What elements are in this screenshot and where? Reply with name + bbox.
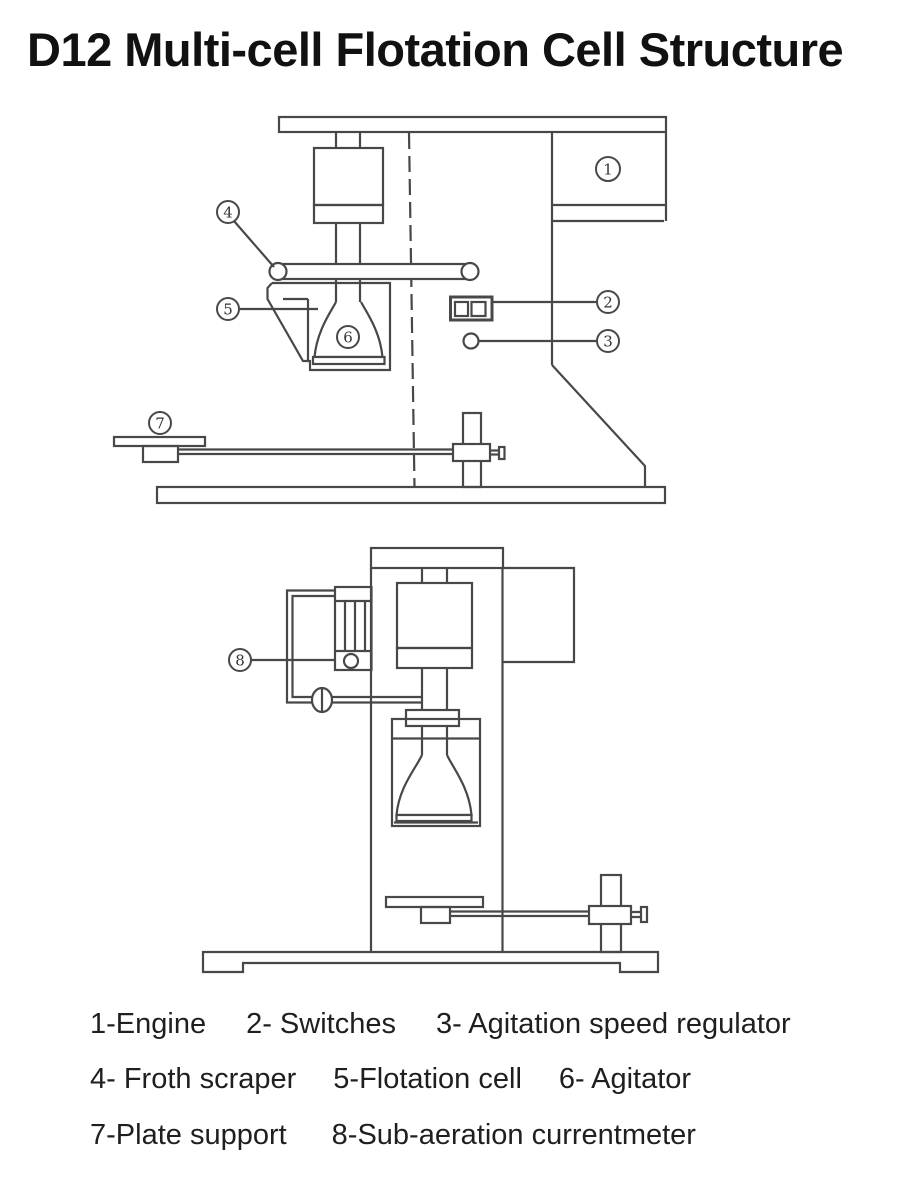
svg-text:5: 5 <box>223 301 233 319</box>
legend-row-1: 1-Engine 2- Switches 3- Agitation speed … <box>90 1008 880 1040</box>
front-view-drawing: 1 2 3 4 5 <box>112 115 668 505</box>
legend-item-regulator: 3- Agitation speed regulator <box>435 1008 791 1040</box>
motor-assembly <box>312 132 385 302</box>
top-plate <box>277 115 668 134</box>
callout-scraper: 4 <box>216 200 275 268</box>
legend-row-3: 7-Plate support 8-Sub-aeration currentme… <box>90 1119 880 1151</box>
callout-plate-support: 7 <box>148 411 172 435</box>
side-base-plate <box>201 950 660 974</box>
side-motor-assembly <box>395 568 474 755</box>
svg-text:1: 1 <box>603 161 613 179</box>
svg-text:7: 7 <box>155 415 165 433</box>
svg-text:4: 4 <box>223 204 233 222</box>
svg-text:2: 2 <box>603 294 613 312</box>
speed-regulator-knob <box>462 332 480 350</box>
legend-item-plate-support: 7-Plate support <box>90 1118 287 1151</box>
side-plate-support-assembly <box>384 873 649 954</box>
center-column <box>407 132 416 488</box>
legend-item-agitator: 6- Agitator <box>558 1063 692 1096</box>
callout-engine: 1 <box>595 156 621 182</box>
svg-text:3: 3 <box>603 333 613 351</box>
side-agitator-bell <box>395 754 473 823</box>
switches-block <box>449 295 494 322</box>
froth-scraper-bar <box>268 261 480 282</box>
legend-item-currentmeter: 8-Sub-aeration currentmeter <box>331 1118 696 1151</box>
flotation-machine-diagram: 1 2 3 4 5 <box>112 115 668 974</box>
callout-switches: 2 <box>492 290 620 314</box>
flotation-cell <box>266 281 392 372</box>
legend-item-switches: 2- Switches <box>246 1008 396 1040</box>
callout-agitator: 6 <box>336 325 360 349</box>
legend-item-engine: 1-Engine <box>90 1008 207 1040</box>
callout-currentmeter: 8 <box>228 648 335 672</box>
svg-text:8: 8 <box>235 652 245 670</box>
front-base-plate <box>155 485 667 505</box>
legend-row-2: 4- Froth scraper 5-Flotation cell 6- Agi… <box>90 1063 880 1095</box>
legend-item-scraper: 4- Froth scraper <box>90 1063 297 1096</box>
side-view-drawing: 8 <box>201 546 660 974</box>
callout-regulator: 3 <box>479 329 620 353</box>
svg-text:6: 6 <box>343 329 353 347</box>
side-flotation-cell <box>390 717 482 828</box>
callout-cell: 5 <box>216 297 318 321</box>
currentmeter-box <box>333 585 373 672</box>
plate-support-assembly <box>112 411 506 489</box>
legend-item-cell: 5-Flotation cell <box>333 1063 522 1096</box>
engine-column <box>550 133 668 487</box>
legend: 1-Engine 2- Switches 3- Agitation speed … <box>90 1008 880 1174</box>
page-title: D12 Multi-cell Flotation Cell Structure <box>27 23 844 76</box>
aeration-pipe <box>285 589 422 714</box>
